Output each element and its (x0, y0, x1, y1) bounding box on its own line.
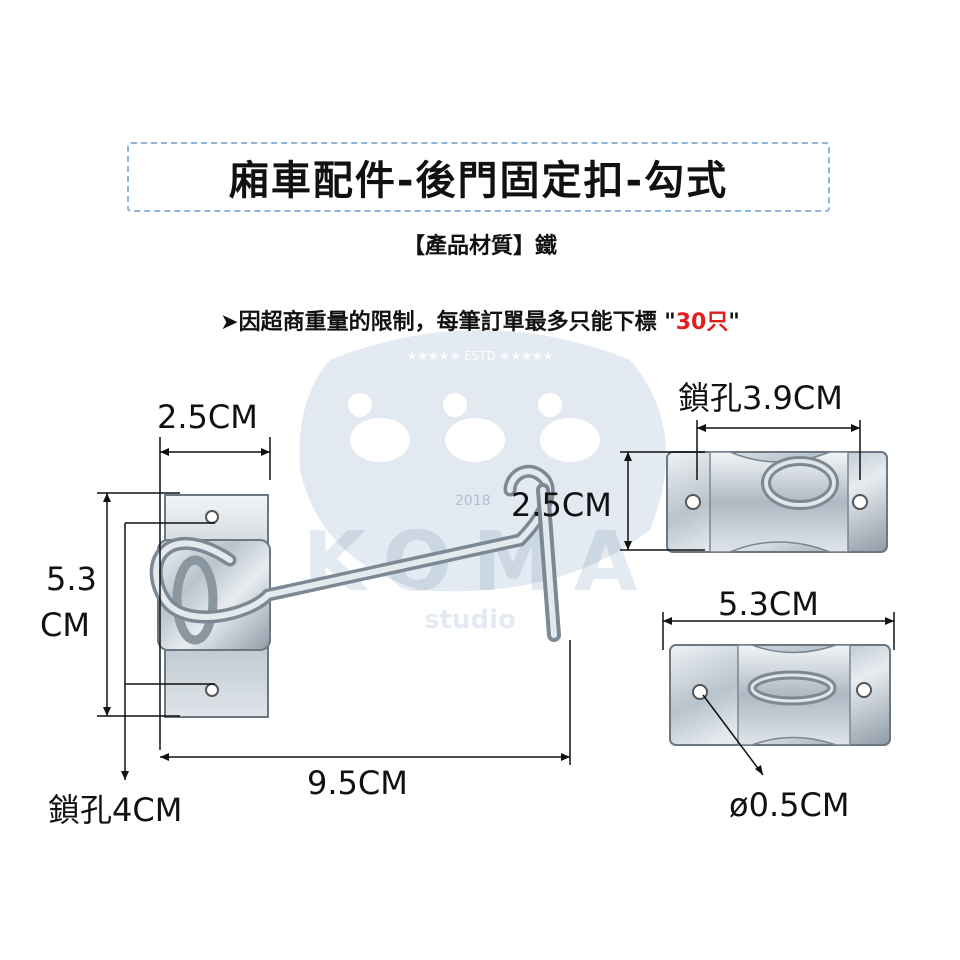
label-height-line1: 5.3 (46, 560, 97, 598)
label-staple-width: 5.3CM (718, 585, 819, 623)
staple-top (666, 451, 888, 553)
dimension-lines (97, 420, 895, 780)
watermark-logo (299, 330, 666, 592)
order-limit-notice: ➤因超商重量的限制，每筆訂單最多只能下標 "30只" (0, 304, 960, 336)
hook-plate (157, 494, 271, 718)
notice-highlight: 30只 (675, 310, 729, 335)
dimension-arrows (103, 424, 894, 780)
label-staple-height: 2.5CM (511, 486, 612, 524)
page-title: 廂車配件-後門固定扣-勾式 (228, 158, 729, 204)
watermark-brand: KOMA (303, 515, 658, 610)
watermark-sub: studio (424, 605, 516, 635)
staple-bottom (669, 644, 891, 746)
label-hole-spacing-right: 鎖孔3.9CM (678, 379, 843, 417)
label-hole-spacing-left: 鎖孔4CM (48, 791, 183, 829)
label-hole-diameter: ø0.5CM (729, 786, 850, 824)
label-plate-width: 2.5CM (157, 398, 258, 436)
label-height-line2: CM (40, 606, 90, 644)
watermark-stars: ★★★★★ ESTD ★★★★★ (407, 349, 554, 363)
hook-wire (149, 464, 561, 642)
material-line: 【產品材質】鐵 (402, 234, 557, 259)
title-box: 廂車配件-後門固定扣-勾式 (127, 142, 830, 212)
label-hook-length: 9.5CM (307, 764, 408, 802)
arrow-icon: ➤ (220, 310, 239, 335)
watermark-year: 2018 (455, 493, 491, 509)
notice-end: " (728, 310, 740, 335)
notice-text: 因超商重量的限制，每筆訂單最多只能下標 " (238, 310, 676, 335)
